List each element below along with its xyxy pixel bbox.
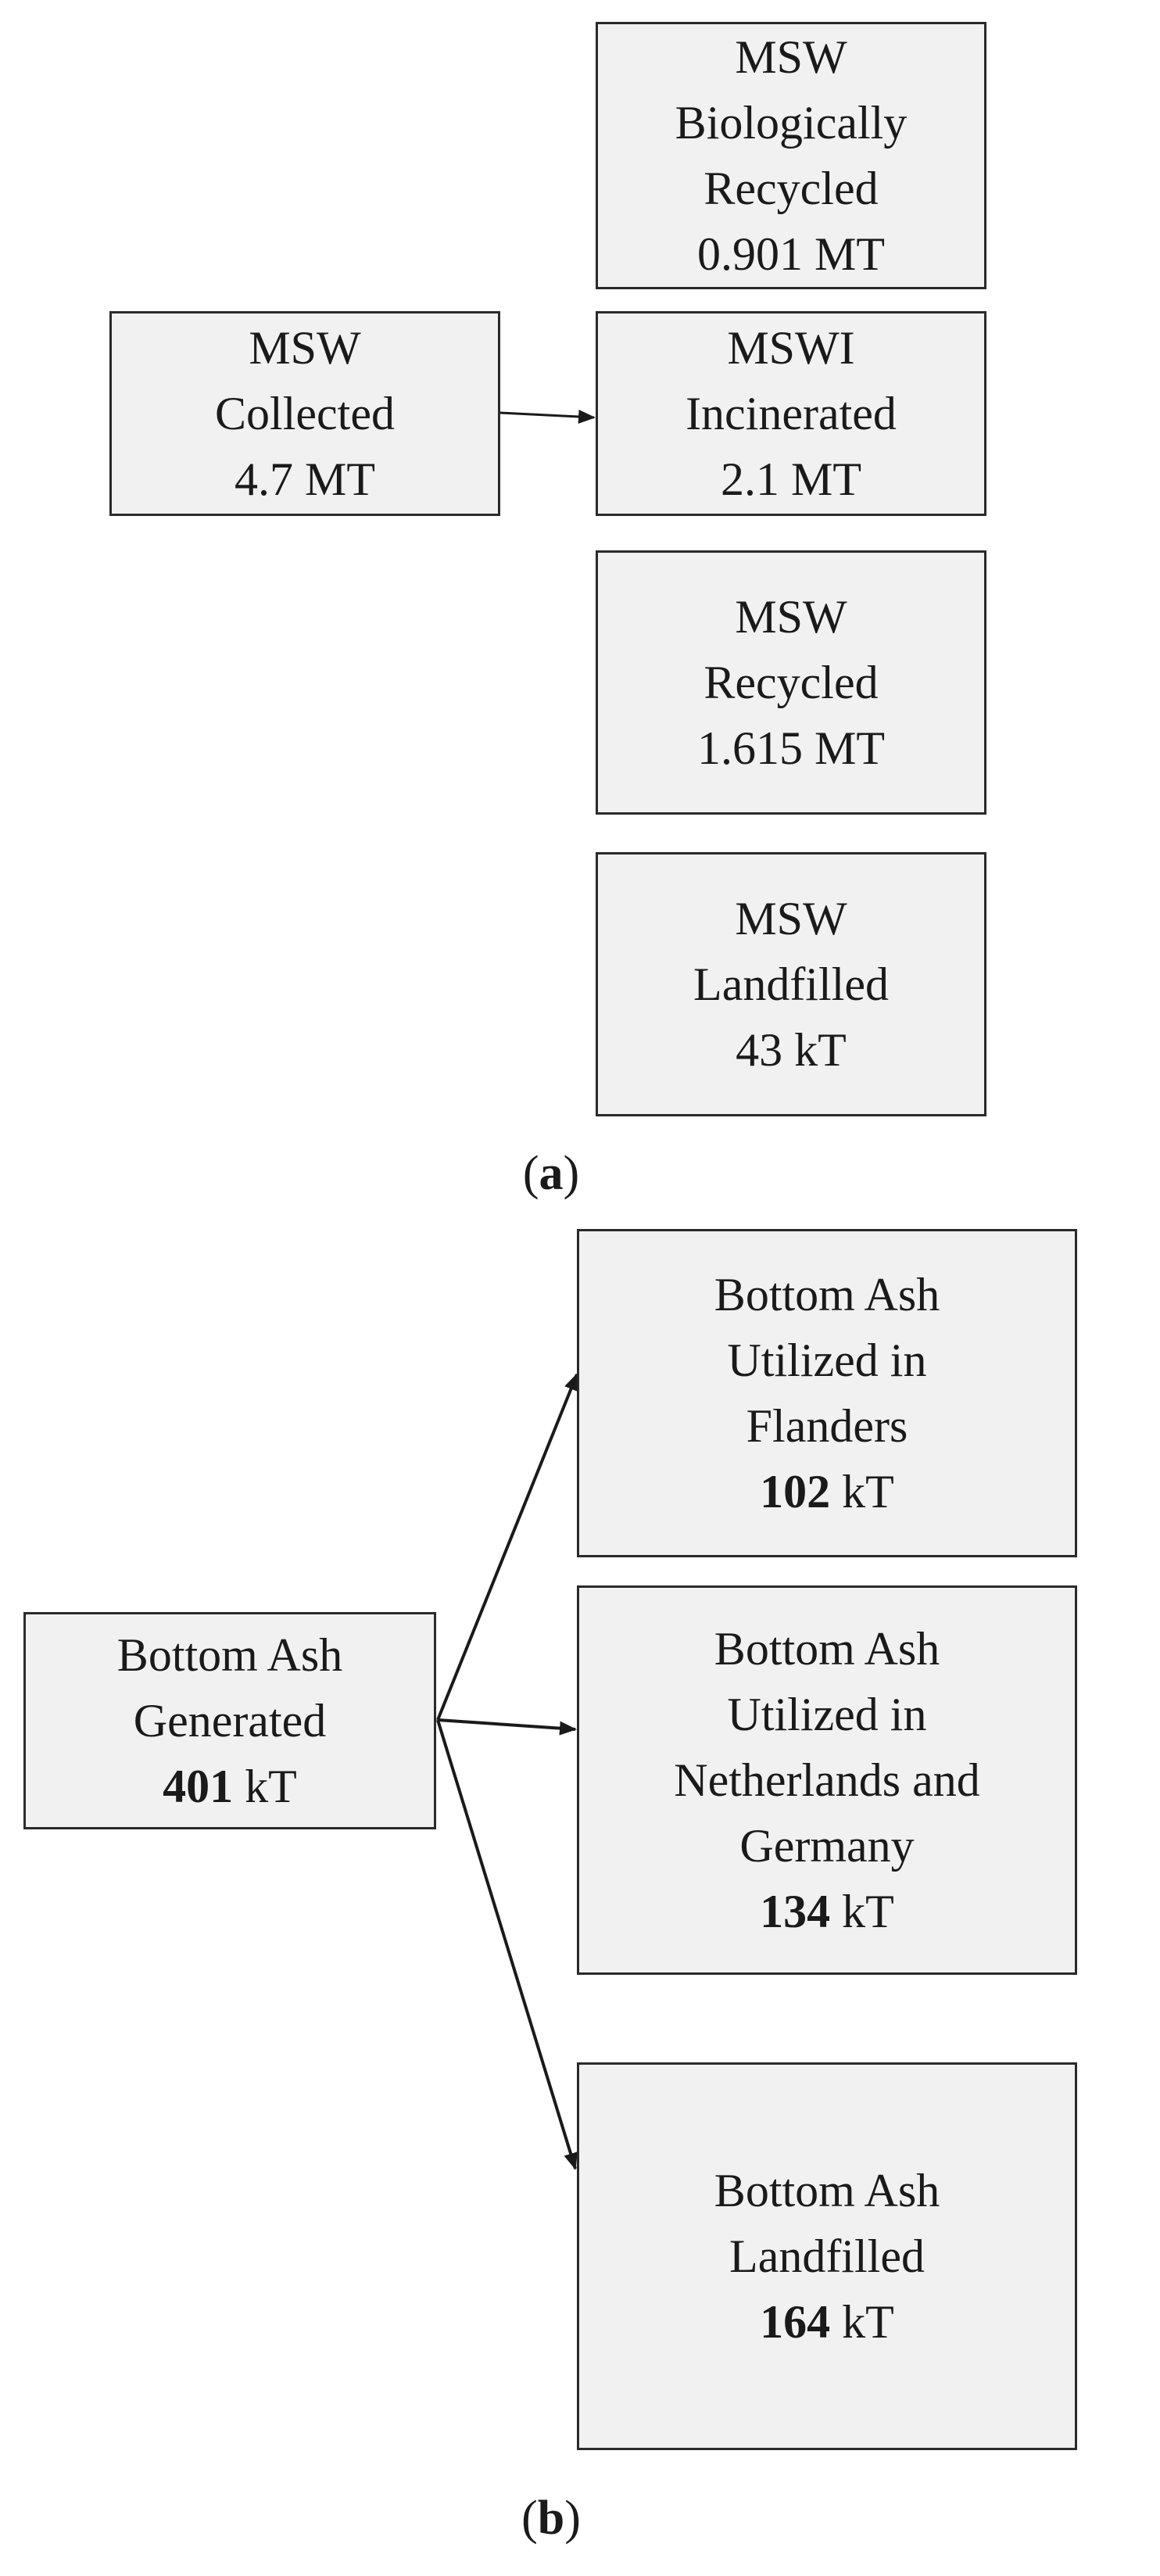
- amount-unit: kT: [842, 1886, 894, 1937]
- box-amount: 401 kT: [163, 1754, 297, 1819]
- amount-unit: kT: [842, 1466, 894, 1517]
- amount-value: 102: [760, 1466, 831, 1517]
- panel-b-caption: (b): [521, 2492, 581, 2545]
- msw-landfilled-box: MSW Landfilled 43 kT: [596, 852, 986, 1116]
- box-line: Bottom Ash: [116, 1629, 343, 1681]
- bottom-ash-generated-box: Bottom Ash Generated 401 kT: [23, 1612, 436, 1829]
- bottom-ash-landfilled-box: Bottom Ash Landfilled 164 kT: [577, 2062, 1077, 2450]
- box-line: 0.901 MT: [697, 228, 885, 280]
- box-line: Germany: [739, 1820, 915, 1872]
- box-line: Landfilled: [729, 2230, 925, 2282]
- panel-b-letter: b: [537, 2492, 565, 2545]
- panel-a-caption: (a): [522, 1147, 580, 1200]
- box-amount: 134 kT: [760, 1879, 894, 1944]
- box-line: Landfilled: [693, 958, 889, 1010]
- arrow-generated-to-landfilled: [436, 1719, 578, 2170]
- bottom-ash-netherlands-germany-box: Bottom Ash Utilized in Netherlands and G…: [577, 1585, 1077, 1975]
- box-line: 43 kT: [736, 1024, 847, 1076]
- box-line: Bottom Ash: [714, 1269, 940, 1320]
- box-line: Biologically: [675, 97, 908, 149]
- panel-a-letter: a: [539, 1147, 564, 1200]
- box-line: Utilized in: [727, 1335, 927, 1386]
- box-line: Collected: [215, 388, 395, 439]
- box-line: MSW: [249, 322, 361, 374]
- amount-unit: kT: [842, 2296, 894, 2348]
- mswi-incinerated-box: MSWI Incinerated 2.1 MT: [596, 311, 986, 516]
- box-line: 1.615 MT: [697, 722, 885, 774]
- box-line: Utilized in: [727, 1689, 927, 1740]
- box-line: MSW: [735, 591, 847, 643]
- bottom-ash-flanders-box: Bottom Ash Utilized in Flanders 102 kT: [577, 1229, 1077, 1557]
- box-line: Bottom Ash: [714, 2165, 940, 2216]
- box-line: 4.7 MT: [235, 453, 375, 505]
- box-line: Recycled: [704, 163, 879, 214]
- arrow-collected-to-incinerated: [499, 410, 596, 424]
- box-line: Netherlands and: [674, 1754, 980, 1806]
- arrow-generated-to-netherlands-germany: [437, 1718, 577, 1736]
- msw-recycled-box: MSW Recycled 1.615 MT: [596, 550, 986, 815]
- msw-biologically-recycled-box: MSW Biologically Recycled 0.901 MT: [596, 22, 986, 289]
- amount-value: 134: [760, 1886, 831, 1937]
- box-line: Bottom Ash: [714, 1623, 940, 1675]
- box-line: Generated: [133, 1695, 327, 1747]
- arrow-generated-to-flanders: [436, 1373, 578, 1721]
- box-line: MSWI: [727, 322, 855, 374]
- box-line: MSW: [735, 893, 847, 944]
- amount-value: 401: [163, 1761, 234, 1812]
- box-line: MSW: [735, 31, 847, 83]
- amount-unit: kT: [245, 1761, 297, 1812]
- box-line: Incinerated: [686, 388, 897, 439]
- box-amount: 164 kT: [760, 2289, 894, 2355]
- box-line: Recycled: [704, 657, 879, 708]
- amount-value: 164: [760, 2296, 831, 2348]
- box-amount: 102 kT: [760, 1459, 894, 1524]
- msw-collected-box: MSW Collected 4.7 MT: [109, 311, 500, 516]
- box-line: 2.1 MT: [721, 453, 861, 505]
- box-line: Flanders: [746, 1400, 908, 1452]
